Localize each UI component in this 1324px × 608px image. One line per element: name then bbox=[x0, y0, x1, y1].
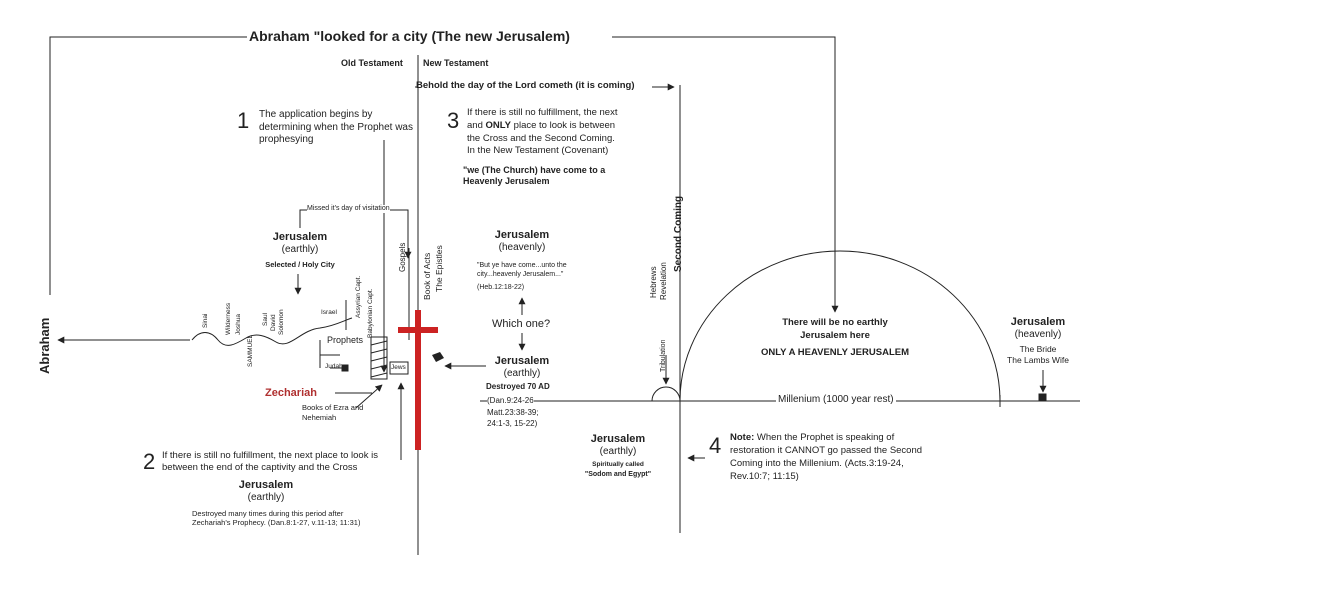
low-jerusalem-sub: (earthly) bbox=[599, 446, 637, 457]
millenium-label: Millenium (1000 year rest) bbox=[776, 394, 896, 406]
top-bracket-left bbox=[49, 36, 247, 295]
prophets-label: Prophets bbox=[327, 335, 364, 345]
step-4-text-c: Coming into the Millenium. (Acts.3:19-24… bbox=[730, 458, 904, 469]
timeline-label-assyrian: Assyrian Capt. bbox=[355, 275, 362, 318]
top-bracket-right bbox=[612, 36, 839, 313]
hebrews-label: Hebrews bbox=[649, 266, 658, 298]
left-jerusalem-sub: (earthly) bbox=[281, 244, 319, 255]
tribulation-dome bbox=[651, 386, 681, 402]
low-jerusalem-title: Jerusalem bbox=[590, 433, 646, 445]
gospels-label: Gospels bbox=[398, 242, 407, 272]
step-2-jerusalem-sub: (earthly) bbox=[247, 492, 285, 503]
timeline-label-sinai: Sinai bbox=[202, 313, 209, 328]
matt-ref: Matt.23:38-39; bbox=[487, 408, 539, 417]
heavenly-quote: "But ye have come...unto the city...heav… bbox=[477, 262, 567, 278]
ot-timeline bbox=[191, 317, 353, 346]
lambs-wife-label: The Lambs Wife bbox=[1007, 355, 1069, 365]
left-jerusalem-title: Jerusalem bbox=[272, 231, 328, 243]
step-3-quote: "we (The Church) have come to a Heavenly… bbox=[463, 165, 606, 187]
step-2-jerusalem-title: Jerusalem bbox=[238, 479, 294, 491]
heavenly-jerusalem-title: Jerusalem bbox=[494, 229, 550, 241]
step-1-number: 1 bbox=[237, 108, 250, 133]
matt-ref-2: 24:1-3, 15-22) bbox=[487, 419, 538, 428]
earthly-jerusalem-sub: (earthly) bbox=[503, 368, 541, 379]
step-2-note: Destroyed many times during this period … bbox=[192, 509, 361, 528]
step-4-text-a: Note: When the Prophet is speaking of bbox=[730, 432, 895, 443]
abraham-label: Abraham bbox=[37, 317, 52, 374]
no-earthly-a: There will be no earthly bbox=[782, 317, 888, 328]
new-testament-label: New Testament bbox=[423, 58, 489, 68]
bride-label: The Bride bbox=[1019, 344, 1057, 354]
step-4-number: 4 bbox=[709, 433, 722, 458]
no-earthly-b: Jerusalem here bbox=[800, 330, 870, 341]
timeline-label-judah: Judah bbox=[325, 363, 343, 370]
step-2-text: If there is still no fulfillment, the ne… bbox=[162, 450, 378, 473]
revelation-label: Revelation bbox=[659, 262, 668, 300]
timeline-label-babylonian: Babylonian Capt. bbox=[367, 288, 374, 338]
step-1-text: The application begins by determining wh… bbox=[259, 109, 413, 145]
step-3-text-a: If there is still no fulfillment, the ne… bbox=[467, 107, 618, 118]
cross-icon bbox=[398, 310, 438, 450]
step-4-text-d: Rev.10:7; 11:15) bbox=[730, 471, 799, 482]
behold-label: Behold the day of the Lord cometh (it is… bbox=[416, 80, 635, 91]
zechariah-label: Zechariah bbox=[265, 387, 317, 399]
heavenly-jerusalem-sub: (heavenly) bbox=[498, 242, 546, 253]
far-jerusalem-title: Jerusalem bbox=[1010, 316, 1066, 328]
step-3-text-d: In the New Testament (Covenant) bbox=[467, 145, 609, 156]
old-testament-label: Old Testament bbox=[341, 58, 403, 68]
dan-ref: (Dan.9:24-26 bbox=[487, 396, 534, 406]
tribulation-label: Tribulation bbox=[660, 339, 667, 372]
far-jerusalem-sub: (heavenly) bbox=[1014, 329, 1062, 340]
acts-label: Book of Acts bbox=[422, 252, 432, 300]
books-ezra-label: Books of Ezra and Nehemiah bbox=[302, 403, 364, 422]
only-heavenly-label: ONLY A HEAVENLY JERUSALEM bbox=[761, 347, 909, 358]
destroyed-label: Destroyed 70 AD bbox=[486, 382, 550, 391]
timeline-label-sammuel: SAMMUEL bbox=[247, 334, 254, 367]
timeline-label-solomon: Solomon bbox=[278, 309, 285, 335]
step-2-number: 2 bbox=[143, 449, 156, 474]
which-one-label: Which one? bbox=[492, 318, 551, 330]
epistles-label: The Epistles bbox=[434, 245, 444, 292]
step-3-number: 3 bbox=[447, 108, 460, 133]
heavenly-ref: (Heb.12:18-22) bbox=[477, 284, 525, 291]
timeline-label-jews: Jews bbox=[391, 364, 406, 371]
left-jerusalem-note: Selected / Holy City bbox=[265, 260, 335, 269]
sodom-label: "Sodom and Egypt" bbox=[584, 471, 652, 478]
timeline-label-joshua: Joshua bbox=[235, 314, 242, 335]
millenium-dome bbox=[679, 250, 1001, 402]
timeline-label-wilderness: Wilderness bbox=[225, 302, 232, 335]
step-4-text-b: restoration it CANNOT go passed the Seco… bbox=[730, 445, 923, 456]
timeline-label-israel: Israel bbox=[321, 309, 337, 316]
earthly-jerusalem-title: Jerusalem bbox=[494, 355, 550, 367]
timeline-label-david: David bbox=[270, 314, 277, 331]
step-3-text-b: and ONLY place to look is between bbox=[467, 120, 616, 131]
spiritually-label: Spiritually called bbox=[592, 461, 644, 468]
diagram-title: Abraham "looked for a city (The new Jeru… bbox=[249, 28, 570, 44]
step-3-text-c: the Cross and the Second Coming. bbox=[467, 133, 615, 144]
missed-visitation-label: Missed it's day of visitation bbox=[307, 205, 390, 214]
second-coming-label: Second Coming bbox=[673, 195, 684, 272]
timeline-label-saul: Saul bbox=[262, 312, 269, 326]
